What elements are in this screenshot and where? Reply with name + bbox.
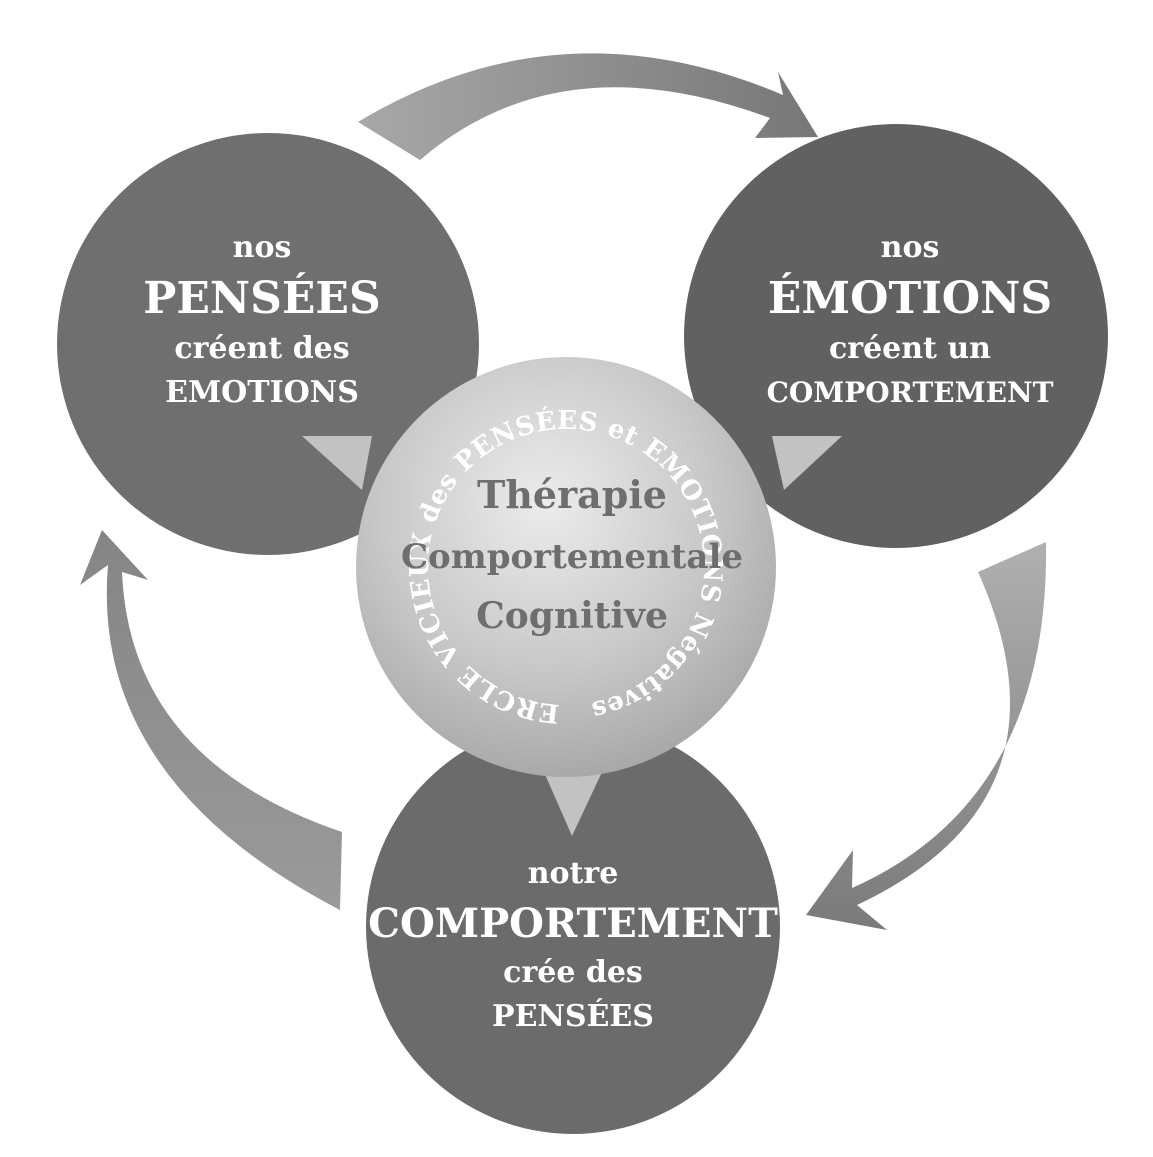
behavior-line4: PENSÉES bbox=[492, 998, 654, 1034]
center-circle bbox=[356, 357, 776, 777]
thoughts-line4: EMOTIONS bbox=[165, 375, 359, 410]
behavior-line3: crée des bbox=[503, 955, 643, 990]
arrow-emotions-to-behavior bbox=[806, 542, 1047, 930]
thoughts-line3: créent des bbox=[174, 331, 349, 366]
behavior-line2: COMPORTEMENT bbox=[368, 900, 778, 947]
emotions-line4: COMPORTEMENT bbox=[767, 376, 1054, 409]
pointer-triangle-right bbox=[772, 436, 842, 490]
emotions-line2: ÉMOTIONS bbox=[768, 271, 1052, 324]
emotions-line3: créent un bbox=[829, 331, 991, 366]
thoughts-line2: PENSÉES bbox=[143, 271, 380, 324]
circle-thoughts bbox=[57, 133, 479, 555]
emotions-line1: nos bbox=[881, 230, 940, 265]
behavior-line1: notre bbox=[528, 856, 619, 891]
arrow-behavior-to-thoughts bbox=[80, 530, 342, 910]
pointer-triangle-left bbox=[302, 436, 372, 490]
thoughts-line1: nos bbox=[233, 230, 292, 265]
center-title-line1: Thérapie bbox=[477, 472, 667, 517]
center-title-line3: Cognitive bbox=[476, 595, 668, 637]
arrow-thoughts-to-emotions bbox=[358, 53, 818, 160]
center-title-line2: Comportementale bbox=[401, 537, 743, 577]
circle-behavior bbox=[366, 720, 780, 1134]
pointer-triangle-bottom bbox=[544, 772, 602, 836]
